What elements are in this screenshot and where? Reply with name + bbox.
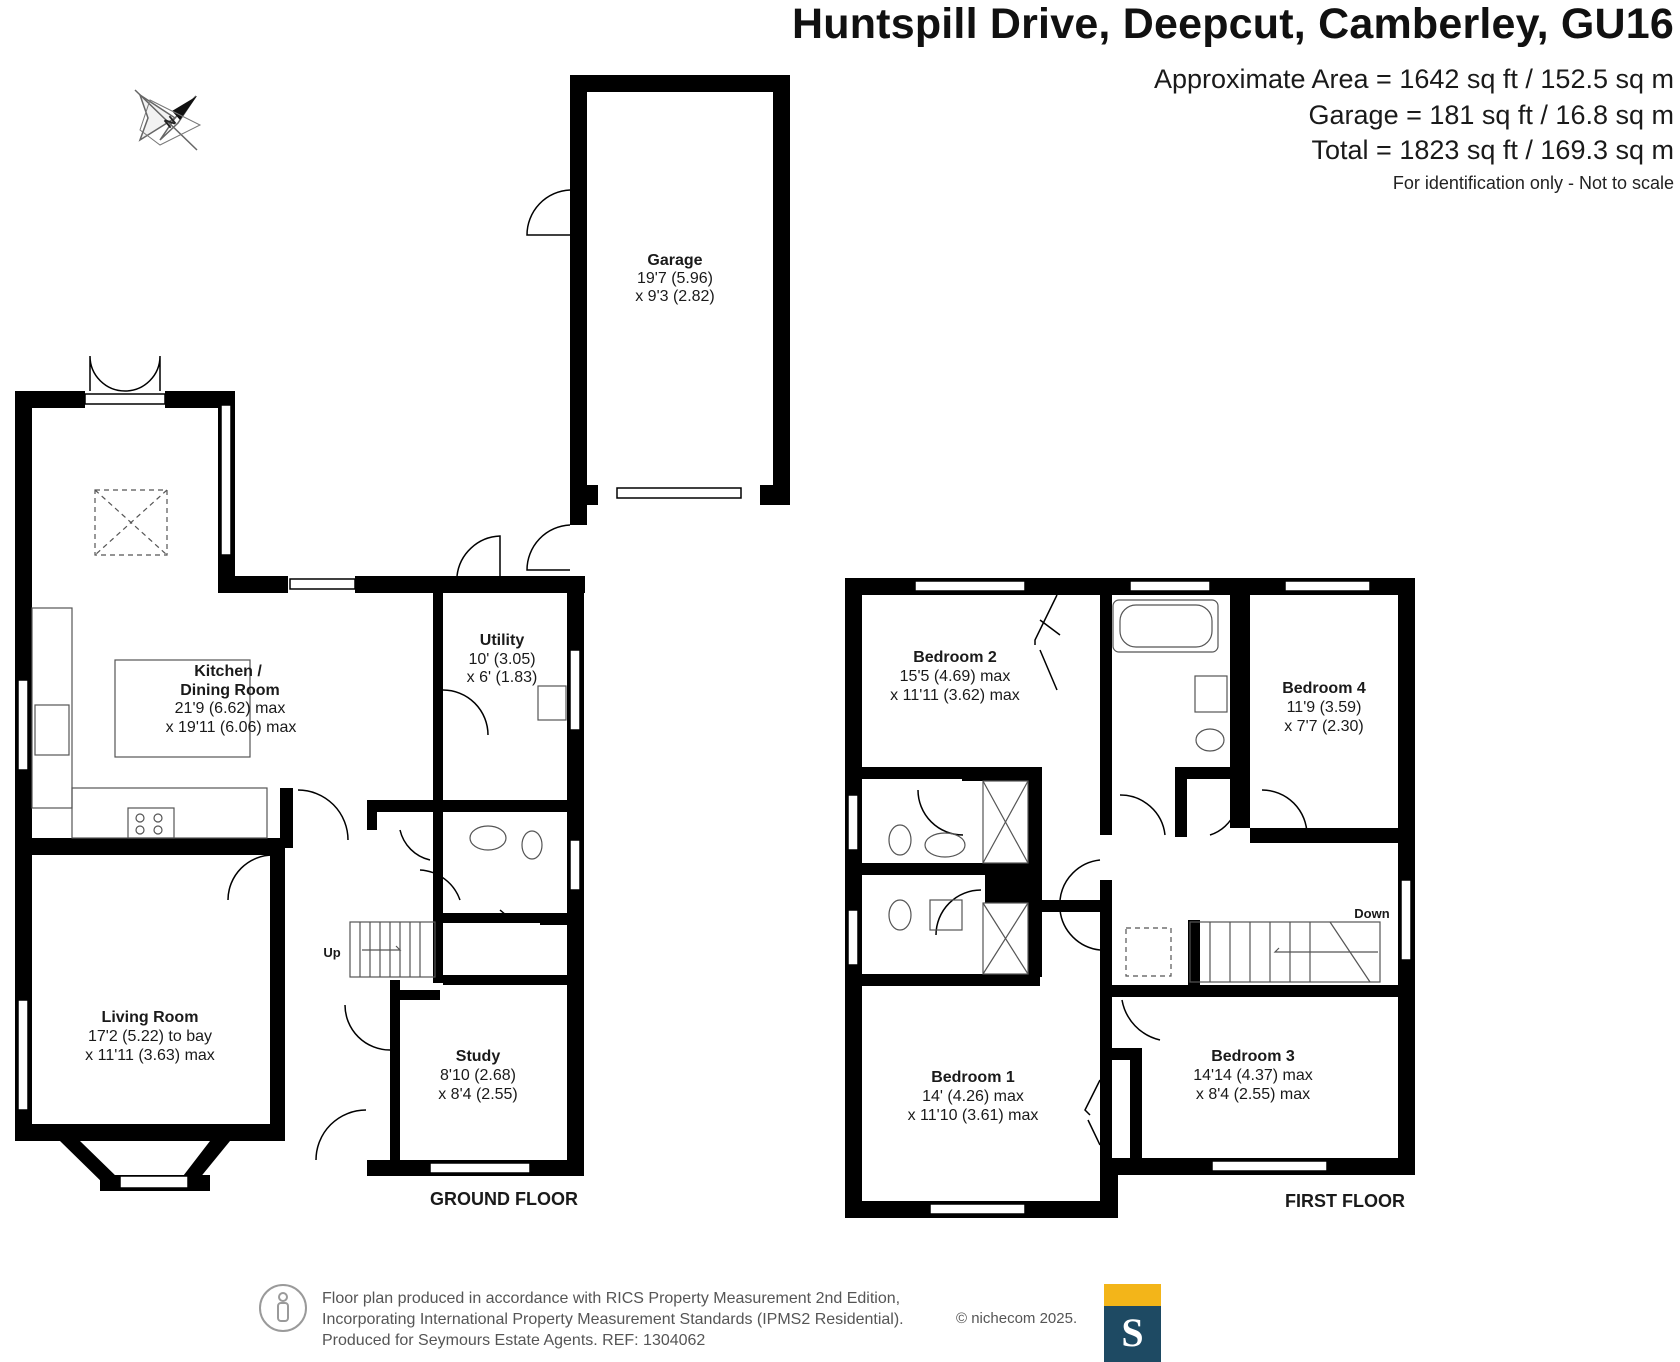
approx-area-text: Approximate Area = 1642 sq ft / 152.5 sq… bbox=[1153, 64, 1674, 94]
garage-dim1: 19'7 (5.96) bbox=[637, 270, 713, 287]
bedroom2-dim2: x 11'11 (3.62) max bbox=[890, 687, 1020, 704]
stairs-up-label: Up bbox=[323, 945, 340, 960]
compass-icon: N bbox=[134, 89, 202, 151]
living-dim2: x 11'11 (3.63) max bbox=[85, 1047, 215, 1064]
kitchen-name1: Kitchen / bbox=[194, 663, 262, 680]
study-dim1: 8'10 (2.68) bbox=[440, 1067, 516, 1084]
bedroom4-dim1: 11'9 (3.59) bbox=[1287, 699, 1362, 716]
person-icon bbox=[259, 1284, 307, 1332]
first-floor-fixtures bbox=[888, 599, 1381, 983]
bedroom4-name: Bedroom 4 bbox=[1282, 680, 1366, 697]
ground-floor-label: GROUND FLOOR bbox=[430, 1189, 578, 1209]
utility-dim1: 10' (3.05) bbox=[468, 651, 535, 668]
living-dim1: 17'2 (5.22) to bay bbox=[88, 1028, 212, 1045]
bedroom3-name: Bedroom 3 bbox=[1211, 1048, 1295, 1065]
utility-dim2: x 6' (1.83) bbox=[467, 669, 538, 686]
stairs-down-label: Down bbox=[1354, 906, 1389, 921]
garage-name: Garage bbox=[647, 252, 702, 269]
bedroom4-dim2: x 7'7 (2.30) bbox=[1284, 718, 1364, 735]
study-name: Study bbox=[456, 1048, 501, 1065]
footer-text: Floor plan produced in accordance with R… bbox=[322, 1288, 904, 1351]
bedroom1-dim2: x 11'10 (3.61) max bbox=[908, 1107, 1039, 1124]
first-floor-windows bbox=[847, 580, 1412, 1215]
kitchen-name2: Dining Room bbox=[180, 682, 280, 699]
footer-line3: Produced for Seymours Estate Agents. REF… bbox=[322, 1332, 706, 1349]
bedroom2-dim1: 15'5 (4.69) max bbox=[900, 668, 1011, 685]
footer-line2: Incorporating International Property Mea… bbox=[322, 1311, 904, 1328]
living-name: Living Room bbox=[102, 1009, 199, 1026]
logo-letter: S bbox=[1104, 1306, 1161, 1362]
bedroom1-name: Bedroom 1 bbox=[931, 1069, 1015, 1086]
garage-dim2: x 9'3 (2.82) bbox=[635, 288, 715, 305]
seymours-logo: S bbox=[1104, 1284, 1161, 1362]
ground-floor-fixtures bbox=[31, 489, 567, 978]
bedroom2-name: Bedroom 2 bbox=[913, 649, 997, 666]
study-dim2: x 8'4 (2.55) bbox=[438, 1086, 518, 1103]
total-area-text: Total = 1823 sq ft / 169.3 sq m bbox=[1311, 135, 1674, 165]
first-floor-label: FIRST FLOOR bbox=[1285, 1191, 1405, 1211]
kitchen-dim2: x 19'11 (6.06) max bbox=[166, 719, 297, 736]
bedroom3-dim1: 14'14 (4.37) max bbox=[1193, 1067, 1313, 1084]
utility-name: Utility bbox=[480, 632, 525, 649]
ground-floor-windows bbox=[17, 393, 581, 1189]
credit-text: © nichecom 2025. bbox=[956, 1310, 1078, 1327]
bedroom3-dim2: x 8'4 (2.55) max bbox=[1196, 1086, 1310, 1103]
property-title: Huntspill Drive, Deepcut, Camberley, GU1… bbox=[792, 0, 1674, 48]
kitchen-dim1: 21'9 (6.62) max bbox=[175, 700, 286, 717]
disclaimer-text: For identification only - Not to scale bbox=[1392, 173, 1674, 193]
bedroom1-dim1: 14' (4.26) max bbox=[922, 1088, 1024, 1105]
footer-line1: Floor plan produced in accordance with R… bbox=[322, 1290, 901, 1307]
ground-floor-doors bbox=[89, 189, 571, 1161]
garage-area-text: Garage = 181 sq ft / 16.8 sq m bbox=[1308, 100, 1674, 130]
